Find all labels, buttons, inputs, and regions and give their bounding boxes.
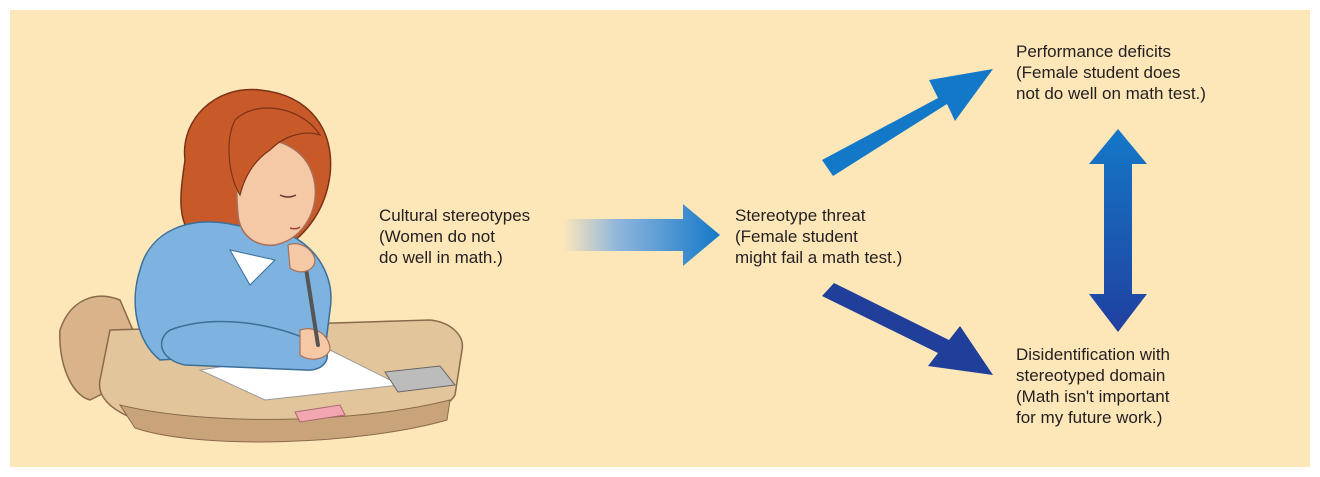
node-disidentification-line1: Disidentification with xyxy=(1016,345,1171,364)
student-illustration xyxy=(59,88,464,443)
node-disidentification-line2: stereotyped domain xyxy=(1016,366,1166,385)
node-disidentification-line4: for my future work.) xyxy=(1016,408,1163,427)
node-cultural-title: Cultural stereotypes xyxy=(379,206,531,225)
node-disidentification-line3: (Math isn't important xyxy=(1016,387,1170,406)
node-threat-line3: might fail a math test.) xyxy=(735,248,903,267)
node-disidentification: Disidentification with stereotyped domai… xyxy=(1016,344,1170,428)
node-performance-deficits: Performance deficits (Female student doe… xyxy=(1016,41,1206,104)
arrow-performance-disidentification-two-way xyxy=(1089,129,1147,332)
node-stereotype-threat: Stereotype threat (Female student might … xyxy=(735,205,902,268)
node-cultural-line3: do well in math.) xyxy=(379,248,503,267)
arrow-threat-to-performance xyxy=(822,69,993,176)
node-threat-line2: (Female student xyxy=(735,227,858,246)
node-performance-line3: not do well on math test.) xyxy=(1016,84,1206,103)
arrow-cultural-to-threat xyxy=(563,204,720,266)
node-cultural-line2: (Women do not xyxy=(379,227,495,246)
node-performance-line2: (Female student does xyxy=(1016,63,1181,82)
arrow-threat-to-disidentification xyxy=(822,283,993,375)
node-performance-title: Performance deficits xyxy=(1016,42,1171,61)
node-threat-title: Stereotype threat xyxy=(735,206,866,225)
node-cultural-stereotypes: Cultural stereotypes (Women do not do we… xyxy=(379,205,530,268)
